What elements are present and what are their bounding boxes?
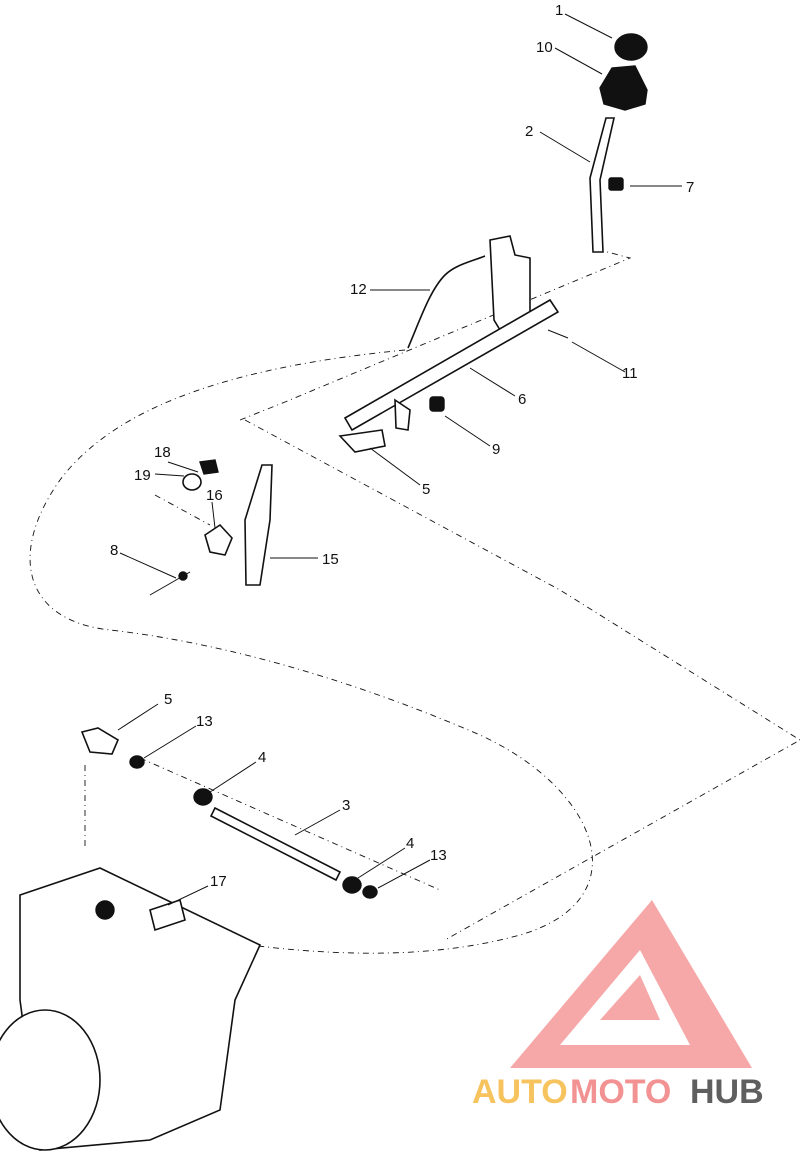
part-clip-18 <box>199 459 219 475</box>
part-ball-joint-lower <box>80 727 120 755</box>
callout-4-b: 4 <box>406 835 414 852</box>
callout-4-a: 4 <box>258 749 266 766</box>
callout-5-upper: 5 <box>422 481 430 498</box>
callout-19: 19 <box>134 467 151 484</box>
part-threaded-rod <box>209 806 342 882</box>
callout-11: 11 <box>622 365 638 382</box>
part-ball-joint-upper <box>338 429 386 453</box>
part-nut-4-a <box>193 788 213 806</box>
callout-15: 15 <box>322 551 339 568</box>
callout-1: 1 <box>555 2 563 19</box>
part-shift-rod <box>343 298 560 432</box>
callout-2: 2 <box>525 123 533 140</box>
callout-12: 12 <box>350 281 367 298</box>
leader-lines <box>117 13 682 906</box>
callout-9: 9 <box>492 441 500 458</box>
part-bush-9 <box>429 396 445 412</box>
callout-3: 3 <box>342 797 350 814</box>
assembly-outline <box>29 249 800 954</box>
watermark-logo: AUTO MOTO HUB <box>472 900 764 1111</box>
part-grease-nipple <box>149 571 191 596</box>
callout-10: 10 <box>536 39 553 56</box>
watermark-text-moto: MOTO <box>570 1073 671 1111</box>
callout-5-lower: 5 <box>164 691 172 708</box>
part-spring-pin <box>547 329 569 339</box>
callout-13-b: 13 <box>430 847 447 864</box>
part-link-bar <box>244 464 273 586</box>
callout-16: 16 <box>206 487 223 504</box>
callout-8: 8 <box>110 542 118 559</box>
part-knob <box>614 33 648 61</box>
part-boot <box>599 65 648 111</box>
callout-7: 7 <box>686 179 694 196</box>
part-nut-7 <box>608 177 624 191</box>
callout-17: 17 <box>210 873 227 890</box>
part-plate-16 <box>204 523 233 556</box>
part-bushing-19 <box>182 473 202 491</box>
part-gear-lever <box>589 117 616 253</box>
part-lever-bracket <box>489 235 531 332</box>
part-nut-13-a <box>129 755 145 769</box>
callout-13-a: 13 <box>196 713 213 730</box>
callout-6: 6 <box>518 391 526 408</box>
part-nut-4-b <box>342 876 362 894</box>
part-nut-13-b <box>362 885 378 899</box>
watermark-text-auto: AUTO <box>472 1073 568 1111</box>
part-gearbox <box>0 867 262 1151</box>
watermark-text-hub: HUB <box>690 1073 764 1111</box>
part-cable <box>407 255 486 349</box>
callout-18: 18 <box>154 444 171 461</box>
callout-labels: 1 10 2 7 12 11 6 9 5 18 19 16 8 15 5 13 … <box>110 2 694 890</box>
